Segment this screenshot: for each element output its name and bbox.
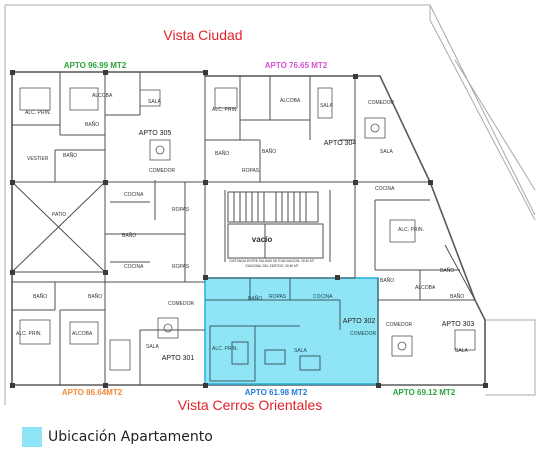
area-label-apt-301: APTO 86.64MT2 bbox=[62, 388, 123, 397]
room-label: COCINA bbox=[124, 192, 144, 198]
room-label: ALC. PRIN. bbox=[398, 227, 424, 233]
room-label: COMEDOR bbox=[386, 322, 413, 328]
room-label: VESTIER bbox=[27, 156, 49, 162]
area-label-apt-304: APTO 76.65 MT2 bbox=[265, 61, 328, 70]
room-label: BAÑO bbox=[63, 152, 77, 159]
area-label-apt-305: APTO 96.99 MT2 bbox=[64, 61, 127, 70]
room-label: BAÑO bbox=[262, 148, 276, 155]
apt-304-walls bbox=[204, 75, 430, 183]
apt-303-walls bbox=[354, 182, 476, 385]
room-label: COCINA bbox=[375, 186, 395, 192]
room-labels-304: ALC. PRIN. ALCOBA SALA COMEDOR SALA BAÑO… bbox=[212, 98, 395, 192]
room-label: ALC. PRIN. bbox=[212, 346, 238, 352]
room-label: ROPAS bbox=[172, 264, 190, 270]
room-label: ALC. PRIN. bbox=[212, 107, 238, 113]
column-markers bbox=[10, 70, 488, 388]
apt-305-walls bbox=[11, 71, 206, 220]
apt-302-highlight bbox=[204, 277, 379, 385]
room-label: BAÑO bbox=[440, 267, 454, 274]
room-labels-301: BAÑO BAÑO ALC. PRIN. ALCOBA COCINA ROPAS… bbox=[16, 264, 195, 350]
room-labels-302: BAÑO ROPAS COCINA ALC. PRIN. SALA COMEDO… bbox=[212, 294, 377, 354]
site-boundary bbox=[4, 4, 536, 405]
room-label: SALA bbox=[146, 344, 159, 350]
room-label: ALCOBA bbox=[280, 98, 301, 104]
room-labels-303: ALC. PRIN. ALCOBA BAÑO BAÑO COMEDOR SALA… bbox=[380, 227, 468, 354]
patio bbox=[11, 181, 106, 273]
void-label: vacío bbox=[252, 235, 273, 244]
room-label: BAÑO bbox=[88, 293, 102, 300]
room-label: PATIO bbox=[52, 212, 66, 218]
room-label: BAÑO bbox=[122, 232, 136, 239]
unit-name-301: APTO 301 bbox=[162, 355, 195, 362]
room-label: BAÑO bbox=[248, 295, 262, 302]
furniture bbox=[19, 87, 476, 371]
room-label: ALCOBA bbox=[415, 285, 436, 291]
unit-name-305: APTO 305 bbox=[139, 130, 172, 137]
room-label: SALA bbox=[148, 99, 161, 105]
room-label: BAÑO bbox=[215, 150, 229, 157]
room-label: ALCOBA bbox=[92, 93, 113, 99]
unit-name-304: APTO 304 bbox=[324, 140, 357, 147]
room-label: SALA bbox=[294, 348, 307, 354]
room-label: SALA bbox=[380, 149, 393, 155]
unit-name-303: APTO 303 bbox=[442, 321, 475, 328]
view-label-bottom: Vista Cerros Orientales bbox=[178, 397, 322, 413]
room-label: ALCOBA bbox=[72, 331, 93, 337]
area-label-apt-302: APTO 61.98 MT2 bbox=[245, 388, 308, 397]
room-label: COMEDOR bbox=[168, 301, 195, 307]
room-label: SALA bbox=[320, 103, 333, 109]
room-label: ROPAS bbox=[269, 294, 287, 300]
apt-301-walls bbox=[12, 281, 205, 385]
area-label-apt-303: APTO 69.12 MT2 bbox=[393, 388, 456, 397]
room-labels-305: ALC. PRIN. ALCOBA SALA BAÑO VESTIER BAÑO… bbox=[25, 93, 190, 239]
legend: Ubicación Apartamento bbox=[22, 427, 213, 447]
room-label: BAÑO bbox=[380, 277, 394, 284]
room-label: COCINA bbox=[313, 294, 333, 300]
room-label: ALC. PRIN. bbox=[16, 331, 42, 337]
room-label: BAÑO bbox=[33, 293, 47, 300]
legend-label: Ubicación Apartamento bbox=[48, 429, 213, 445]
room-label: BAÑO bbox=[450, 293, 464, 300]
legend-swatch bbox=[22, 427, 42, 447]
room-label: COCINA bbox=[124, 264, 144, 270]
room-label: COMEDOR bbox=[350, 331, 377, 337]
room-label: ALC. PRIN. bbox=[25, 110, 51, 116]
evac-note-line-1: DISTANCIA ENTRE SALIDAS DE EVACUACION: 1… bbox=[230, 259, 315, 263]
room-label: ROPAS bbox=[172, 207, 190, 213]
evac-note-line-2: DIAGONAL DEL EDIFICIO: 30.60 MT bbox=[245, 264, 298, 268]
room-label: COMEDOR bbox=[149, 168, 176, 174]
room-label: SALA bbox=[455, 348, 468, 354]
room-label: BAÑO bbox=[85, 121, 99, 128]
view-label-top: Vista Ciudad bbox=[163, 27, 242, 43]
room-label: ROPAS bbox=[242, 168, 260, 174]
unit-name-302: APTO 302 bbox=[343, 318, 376, 325]
apt-302-walls bbox=[205, 278, 341, 382]
room-label: COMEDOR bbox=[368, 100, 395, 106]
